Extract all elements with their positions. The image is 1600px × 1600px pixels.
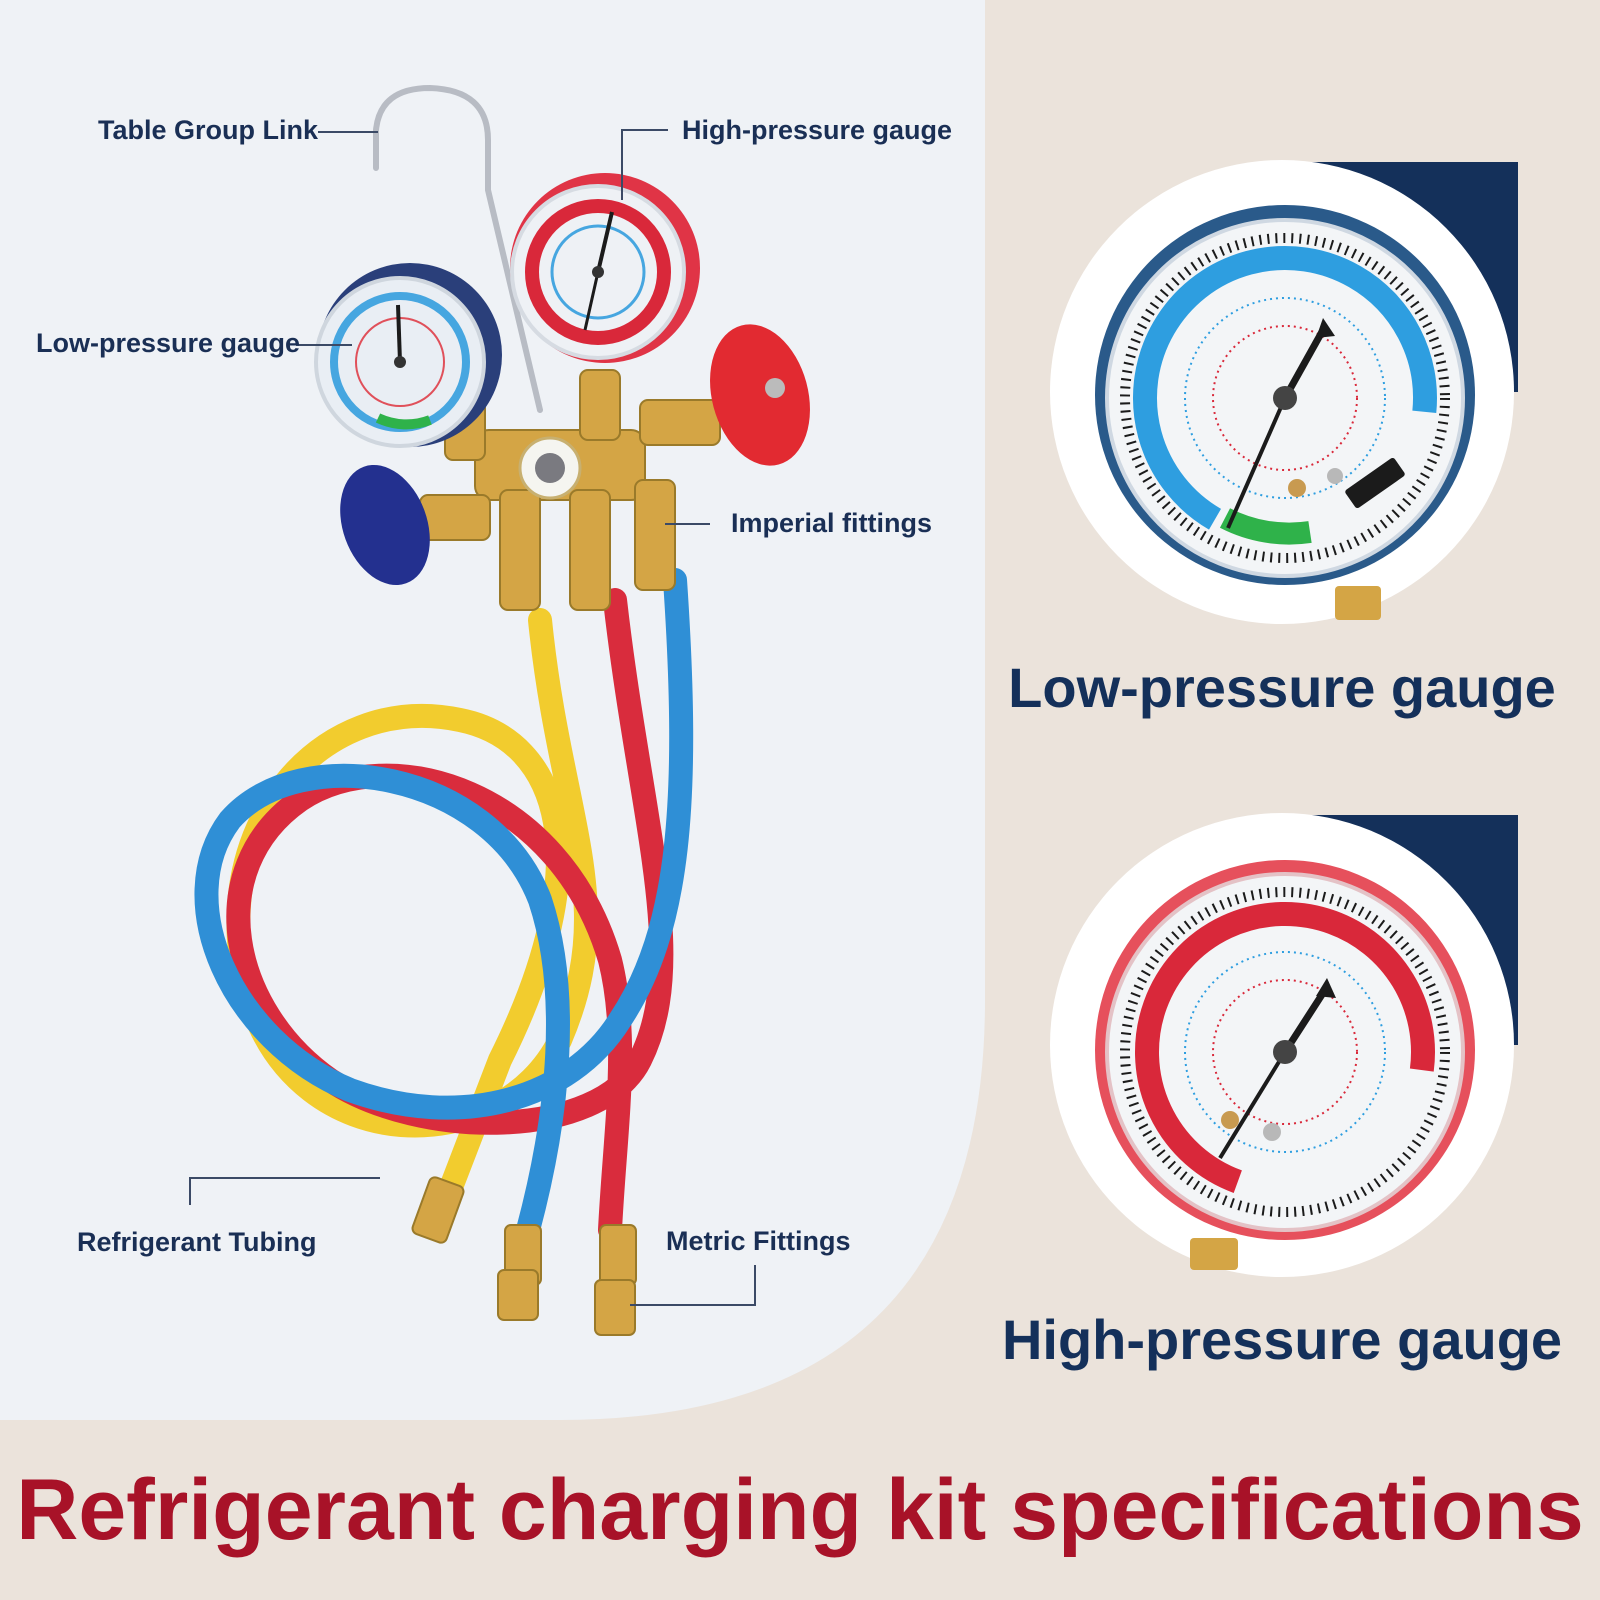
- label-table-group-link: Table Group Link: [98, 115, 319, 145]
- caption-high-pressure-gauge: High-pressure gauge: [1001, 1308, 1563, 1371]
- label-low-pressure-gauge: Low-pressure gauge: [36, 328, 301, 358]
- title-banner: Refrigerant charging kit specifications: [0, 1420, 1600, 1600]
- caption-low-pressure-gauge: Low-pressure gauge: [1008, 656, 1556, 719]
- label-imperial-fittings: Imperial fittings: [731, 508, 933, 538]
- label-high-pressure-gauge: High-pressure gauge: [682, 115, 953, 145]
- label-metric-fittings: Metric Fittings: [666, 1226, 851, 1256]
- banner-title: Refrigerant charging kit specifications: [16, 1461, 1584, 1558]
- label-refrigerant-tubing: Refrigerant Tubing: [77, 1227, 317, 1257]
